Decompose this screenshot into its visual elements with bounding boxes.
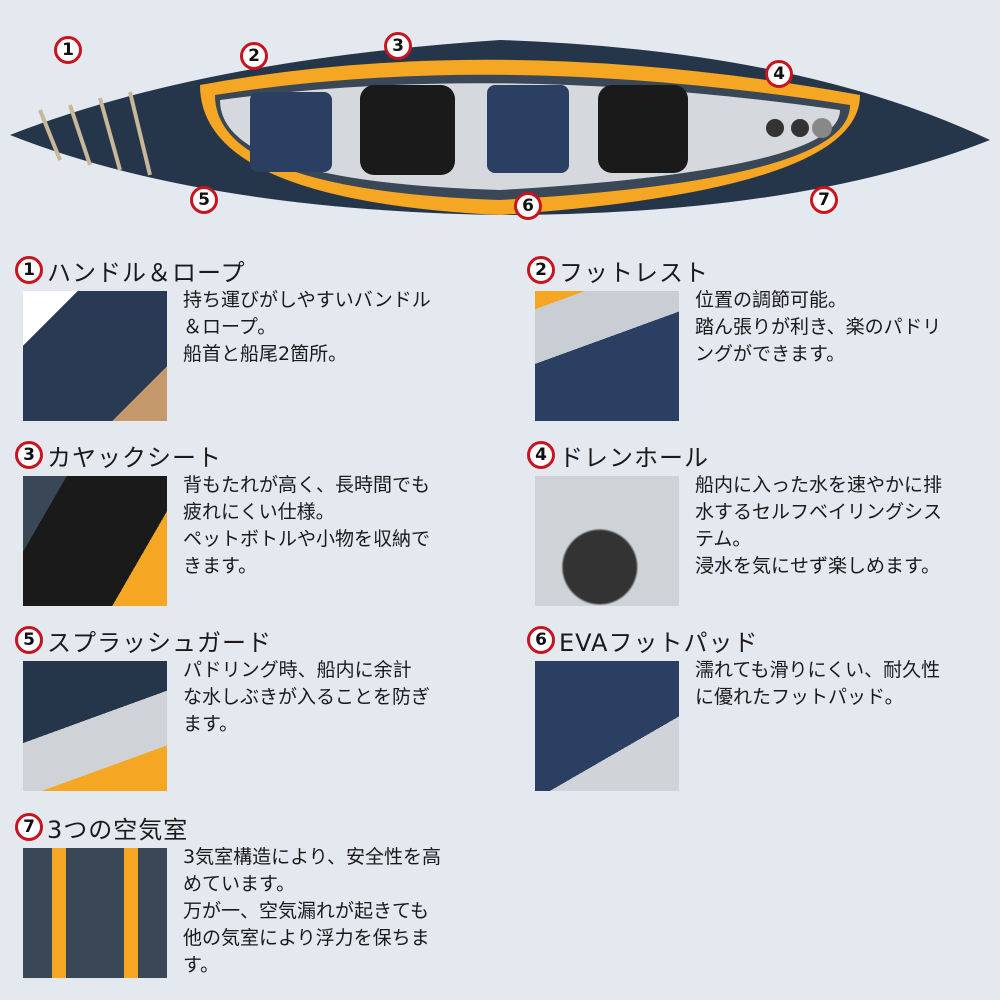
feature-description: 背もたれが高く、長時間でも 疲れにくい仕様。 ペットボトルや小物を収納で きます… [183,474,431,577]
feature-title: フットレスト [559,258,709,287]
marker-3: 3 [384,32,412,60]
feature-description: 持ち運びがしやすいバンドル ＆ロープ。 船首と船尾2箇所。 [183,289,431,365]
splash-guard-photo [23,661,167,791]
marker-4: 4 [765,60,793,88]
kayak-top-view [10,40,990,216]
marker-5: 5 [190,186,218,214]
marker-1: 1 [54,36,82,64]
feature-title: 3つの空気室 [47,815,189,844]
marker-6: 6 [514,192,542,220]
feature-description: パドリング時、船内に余計 な水しぶきが入ることを防ぎ ます。 [183,659,431,735]
feature-description: 位置の調節可能。 踏ん張りが利き、楽のパドリ ングができます。 [695,289,942,365]
feature-number: 6 [527,626,555,654]
marker-2: 2 [240,42,268,70]
footrest-photo [535,291,679,421]
feature-description: 3気室構造により、安全性を高 めています。 万が一、空気漏れが起きても 他の気室… [183,846,441,976]
handle-rope-photo [23,291,167,421]
feature-number: 7 [15,813,43,841]
feature-description: 濡れても滑りにくい、耐久性 に優れたフットパッド。 [695,659,941,708]
eva-pad-photo [535,661,679,791]
feature-number: 4 [527,441,555,469]
feature-title: EVAフットパッド [559,628,759,657]
drain-hole-photo [535,476,679,606]
feature-number: 3 [15,441,43,469]
marker-7: 7 [810,186,838,214]
feature-description: 船内に入った水を速やかに排 水するセルフベイリングシス テム。 浸水を気にせず楽… [695,474,943,577]
feature-title: スプラッシュガード [47,628,272,657]
feature-number: 1 [15,256,43,284]
feature-title: カヤックシート [47,443,222,472]
kayak-seat-photo [23,476,167,606]
feature-title: ドレンホール [559,443,709,472]
feature-number: 2 [527,256,555,284]
feature-number: 5 [15,626,43,654]
air-chamber-photo [23,848,167,978]
feature-title: ハンドル＆ロープ [47,258,246,287]
